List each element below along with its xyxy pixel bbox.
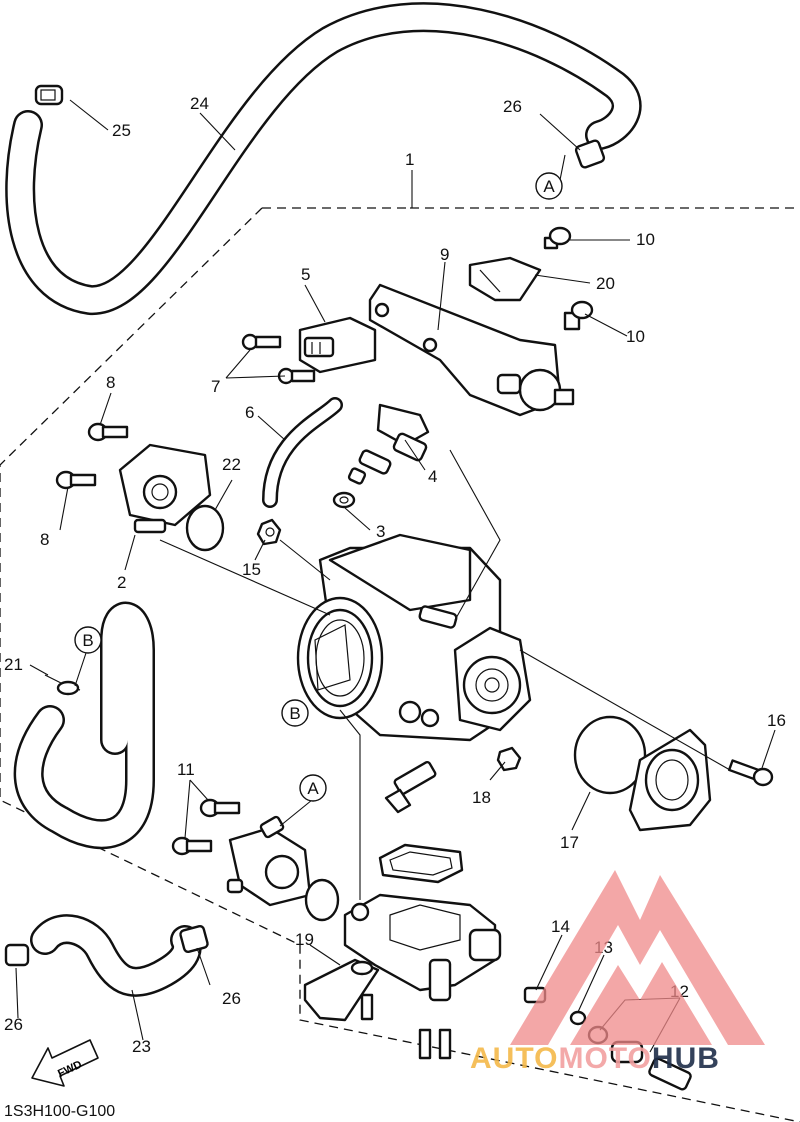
callout-24: 24	[190, 94, 209, 113]
svg-text:AUTOMOTOHUB: AUTOMOTOHUB	[470, 1042, 720, 1075]
screw-bottom-1	[360, 993, 374, 1021]
seal-3	[332, 491, 356, 509]
watermark-text: AUTOMOTOHUB	[470, 1042, 720, 1075]
clip-26-left	[4, 943, 30, 967]
callout-11: 11	[177, 760, 195, 779]
watermark-logo	[510, 870, 765, 1045]
plunger-12	[610, 1040, 692, 1091]
oring-17	[573, 715, 647, 795]
bracket-19	[303, 958, 380, 1022]
sensor-5	[298, 316, 377, 374]
stud-bolt	[384, 760, 437, 814]
ref-a-top: A	[543, 177, 555, 196]
watermark-moto: MOTO	[558, 1042, 651, 1075]
callout-4: 4	[428, 467, 437, 486]
callout-14: 14	[551, 917, 570, 936]
bolt-8-top	[87, 422, 129, 442]
sensor-2	[118, 443, 212, 534]
watermark-auto: AUTO	[470, 1042, 558, 1075]
callout-22: 22	[222, 455, 241, 474]
assembly-boundary	[0, 207, 800, 1122]
clip-26-right	[179, 924, 209, 954]
clip-25	[34, 84, 64, 106]
callout-26-top: 26	[503, 97, 522, 116]
callout-26-left: 26	[4, 1015, 23, 1034]
callout-15: 15	[242, 560, 261, 579]
callout-9: 9	[440, 245, 449, 264]
throttle-body	[296, 533, 532, 742]
callout-10-top: 10	[636, 230, 655, 249]
injector-4	[347, 403, 430, 485]
fitting-a	[226, 815, 312, 907]
bolt-8-left	[55, 470, 97, 490]
leader-lines	[15, 99, 776, 1053]
ref-b-center-circle	[281, 699, 309, 727]
callout-17: 17	[560, 833, 579, 852]
callout-2: 2	[117, 573, 126, 592]
callout-20: 20	[596, 274, 615, 293]
bolt-11-upper	[199, 798, 241, 818]
callout-21: 21	[4, 655, 23, 674]
fwd-arrow: FWD	[31, 1039, 99, 1087]
callout-23: 23	[132, 1037, 151, 1056]
ref-b-left: B	[82, 631, 93, 650]
callout-8-top: 8	[106, 373, 115, 392]
callout-10-mid: 10	[626, 327, 645, 346]
gasket	[378, 843, 464, 884]
hose-24	[5, 2, 642, 315]
callout-1: 1	[405, 150, 414, 169]
nut-15	[256, 518, 282, 546]
callout-19: 19	[295, 930, 314, 949]
logo-triangle-icon	[510, 870, 765, 1045]
clip-21	[44, 674, 81, 696]
oring-fitting	[304, 878, 340, 922]
ref-b-center: B	[289, 704, 300, 723]
cover-16	[628, 728, 712, 832]
screw-bottom-2	[418, 1028, 432, 1060]
ref-a-bottom: A	[307, 779, 319, 798]
oring-22	[185, 504, 225, 552]
fuel-rail-9	[368, 283, 575, 417]
ref-b-left-circle	[74, 626, 102, 654]
callout-5: 5	[301, 265, 310, 284]
watermark-hub: HUB	[652, 1042, 720, 1075]
ref-a-top-circle	[535, 172, 563, 200]
callout-16: 16	[767, 711, 786, 730]
callout-7: 7	[211, 377, 220, 396]
part-code: 1S3H100-G100	[4, 1103, 115, 1120]
screw-10-mid	[563, 300, 594, 331]
screw-7a	[241, 333, 282, 351]
callout-3: 3	[376, 522, 385, 541]
callout-8-left: 8	[40, 530, 49, 549]
screw-10-top	[543, 226, 572, 250]
callout-6: 6	[245, 403, 254, 422]
bolt-11-lower	[171, 836, 213, 856]
ref-a-bottom-circle	[299, 774, 327, 802]
idle-control-body	[343, 893, 502, 1002]
bracket-20	[468, 256, 542, 302]
screw-bottom-3	[438, 1028, 452, 1060]
clip-26-top	[574, 139, 606, 169]
callout-18: 18	[472, 788, 491, 807]
circle-refs: A A B B	[74, 172, 563, 802]
bolt-16	[727, 759, 774, 787]
callout-25: 25	[112, 121, 131, 140]
callout-26-right: 26	[222, 989, 241, 1008]
